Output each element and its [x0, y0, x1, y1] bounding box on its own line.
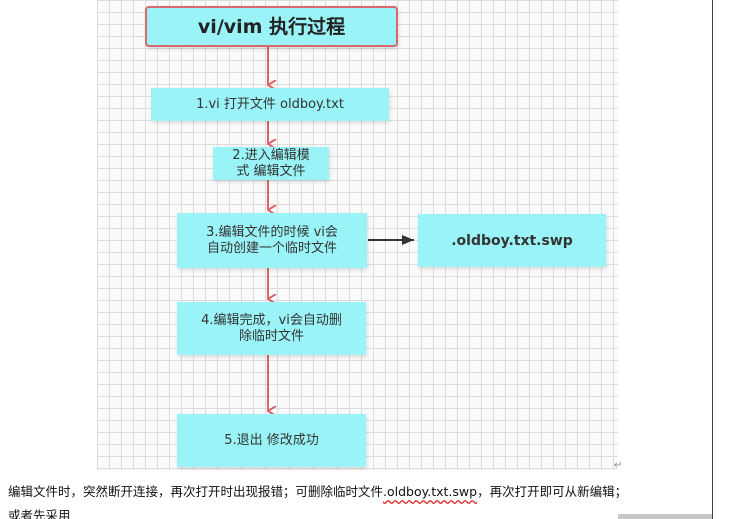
- caption-line-2: 或者先采用: [8, 508, 128, 519]
- step-5-box: 5.退出 修改成功: [177, 414, 366, 467]
- step-2-box: 2.进入编辑模 式 编辑文件: [213, 147, 329, 180]
- page-border: [712, 0, 713, 519]
- step-1-box: 1.vi 打开文件 oldboy.txt: [151, 88, 389, 121]
- diagram-title-text: vi/vim 执行过程: [197, 15, 346, 38]
- horizontal-scrollbar[interactable]: [618, 514, 712, 519]
- caption-text-before: 编辑文件时，突然断开连接，再次打开时出现报错；可删除临时文件: [8, 484, 384, 499]
- swp-file-text: .oldboy.txt.swp: [451, 232, 573, 249]
- step-2-text: 2.进入编辑模 式 编辑文件: [232, 147, 310, 179]
- diagram-title: vi/vim 执行过程: [145, 6, 398, 47]
- caption-line-1: 编辑文件时，突然断开连接，再次打开时出现报错；可删除临时文件.oldboy.tx…: [8, 481, 708, 500]
- caption-filename: .oldboy.txt.swp: [383, 484, 478, 499]
- step-3-box: 3.编辑文件的时候 vi会 自动创建一个临时文件: [177, 213, 367, 268]
- step-1-text: 1.vi 打开文件 oldboy.txt: [196, 96, 344, 112]
- step-4-text: 4.编辑完成，vi会自动删 除临时文件: [201, 312, 342, 344]
- step-4-box: 4.编辑完成，vi会自动删 除临时文件: [177, 302, 366, 355]
- caption-text-after: ，再次打开即可从新编辑；: [477, 484, 628, 499]
- step-3-text: 3.编辑文件的时候 vi会 自动创建一个临时文件: [206, 224, 338, 256]
- caption-second-line: 或者先采用: [8, 508, 71, 519]
- paragraph-mark-icon: ↵: [614, 460, 623, 471]
- swp-file-box: .oldboy.txt.swp: [418, 214, 606, 267]
- step-5-text: 5.退出 修改成功: [224, 432, 319, 448]
